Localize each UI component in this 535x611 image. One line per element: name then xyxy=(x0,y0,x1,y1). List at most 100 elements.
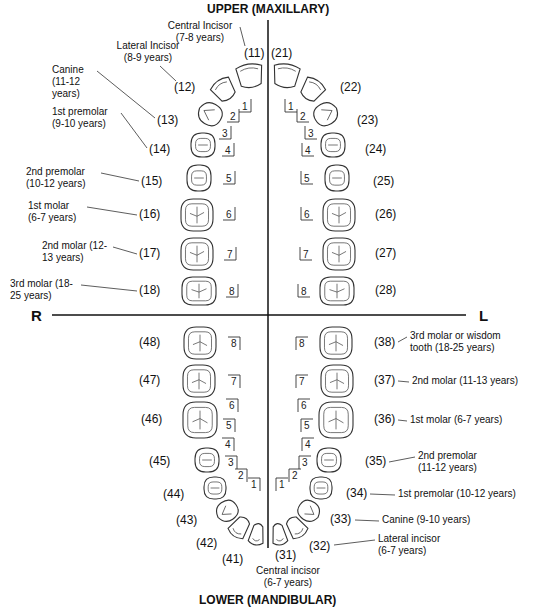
tooth-outline xyxy=(182,277,216,305)
tooth-number: (46) xyxy=(141,413,162,426)
tooth-outline xyxy=(212,496,241,525)
tooth-groove xyxy=(252,538,259,541)
tooth-groove xyxy=(198,145,208,146)
tooth xyxy=(294,496,323,525)
tooth-groove xyxy=(327,204,350,226)
tooth xyxy=(320,327,352,359)
tooth-groove xyxy=(190,207,204,224)
tooth-groove xyxy=(208,482,222,494)
leader-line xyxy=(81,285,137,291)
tooth-groove xyxy=(314,482,328,494)
tooth-number: (22) xyxy=(340,81,361,94)
tooth-number: (44) xyxy=(163,488,184,501)
tooth-groove xyxy=(219,506,231,519)
quadrant-bracket xyxy=(228,337,240,350)
tooth-number: (42) xyxy=(196,537,217,550)
tooth xyxy=(323,199,355,231)
tooth-outline xyxy=(317,448,341,472)
tooth-groove xyxy=(329,411,344,430)
quadrant-number: 7 xyxy=(299,376,305,387)
tooth-groove xyxy=(321,105,335,120)
quadrant-bracket xyxy=(305,126,317,139)
tooth xyxy=(319,402,353,438)
tooth-label: 3rd molar or wisdom tooth (18-25 years) xyxy=(410,330,510,354)
tooth xyxy=(320,277,354,305)
quadrant-bracket xyxy=(299,456,311,469)
quadrant-bracket xyxy=(226,399,238,412)
tooth-number: (17) xyxy=(139,247,160,260)
quadrant-bracket xyxy=(225,456,237,469)
quadrant-number: 2 xyxy=(300,111,306,122)
quadrant-number: 8 xyxy=(299,338,305,349)
leader-line xyxy=(121,113,147,148)
tooth-groove xyxy=(188,407,212,432)
quadrant-bracket xyxy=(224,247,236,260)
quadrant-number: 1 xyxy=(251,479,257,490)
quadrant-number: 4 xyxy=(225,145,231,156)
quadrant-number: 5 xyxy=(304,420,310,431)
quadrant-number: 3 xyxy=(308,128,314,139)
tooth-groove xyxy=(330,171,345,185)
quadrant-bracket xyxy=(289,469,301,482)
tooth-number: (14) xyxy=(149,143,170,156)
tooth xyxy=(181,238,213,270)
tooth-groove xyxy=(185,243,208,265)
tooth-groove xyxy=(193,335,207,352)
tooth-number: (31) xyxy=(275,549,296,562)
tooth-label: Canine (11-12 years) xyxy=(52,64,94,100)
tooth xyxy=(248,522,267,546)
tooth-groove xyxy=(201,105,215,120)
quadrant-bracket xyxy=(298,399,310,412)
leader-line xyxy=(113,247,137,254)
quadrant-bracket xyxy=(296,375,308,388)
tooth-groove xyxy=(200,453,215,466)
quadrant-bracket xyxy=(235,469,247,482)
tooth-groove xyxy=(188,332,211,354)
tooth-number: (26) xyxy=(375,208,396,221)
tooth-label: Lateral Incisor (8-9 years) xyxy=(112,40,184,64)
tooth-groove xyxy=(295,528,304,535)
tooth-groove xyxy=(187,370,210,392)
quadrant-number: 2 xyxy=(292,470,298,481)
tooth-number: (34) xyxy=(346,487,367,500)
tooth-number: (32) xyxy=(309,540,330,553)
tooth-outline xyxy=(235,62,264,89)
tooth xyxy=(321,133,345,157)
leader-line xyxy=(87,207,137,215)
tooth-label: 2nd molar (12-13 years) xyxy=(42,240,110,264)
tooth-number: (36) xyxy=(374,413,395,426)
tooth xyxy=(184,327,216,359)
tooth-outline xyxy=(320,327,352,359)
tooth xyxy=(325,165,349,191)
tooth-groove xyxy=(324,332,347,354)
tooth-outline xyxy=(272,62,301,89)
quadrant-bracket xyxy=(298,284,310,297)
quadrant-number: 4 xyxy=(305,145,311,156)
leader-line xyxy=(355,520,379,521)
tooth-groove xyxy=(214,80,227,90)
tooth xyxy=(212,496,241,525)
tooth-outline xyxy=(270,522,289,546)
tooth-groove xyxy=(278,67,296,71)
tooth-groove xyxy=(192,373,206,390)
tooth-groove xyxy=(240,67,258,71)
quadrant-bracket xyxy=(228,375,240,388)
quadrant-bracket xyxy=(301,207,313,220)
tooth-groove xyxy=(192,284,207,299)
tooth-label: 1st molar (6-7 years) xyxy=(410,414,502,426)
tooth-number: (43) xyxy=(176,514,197,527)
tooth-outline xyxy=(248,522,267,546)
quadrant-number: 6 xyxy=(304,209,310,220)
tooth xyxy=(187,165,211,191)
tooth-outline xyxy=(209,75,239,105)
tooth-groove xyxy=(304,506,316,519)
quadrant-number: 5 xyxy=(226,173,232,184)
tooth-groove xyxy=(330,373,344,390)
quadrant-bracket xyxy=(223,171,235,184)
side-letter: L xyxy=(479,308,488,323)
tooth xyxy=(235,62,264,89)
quadrant-bracket xyxy=(239,99,251,112)
tooth-number: (25) xyxy=(373,175,394,188)
axis-line xyxy=(267,20,269,548)
